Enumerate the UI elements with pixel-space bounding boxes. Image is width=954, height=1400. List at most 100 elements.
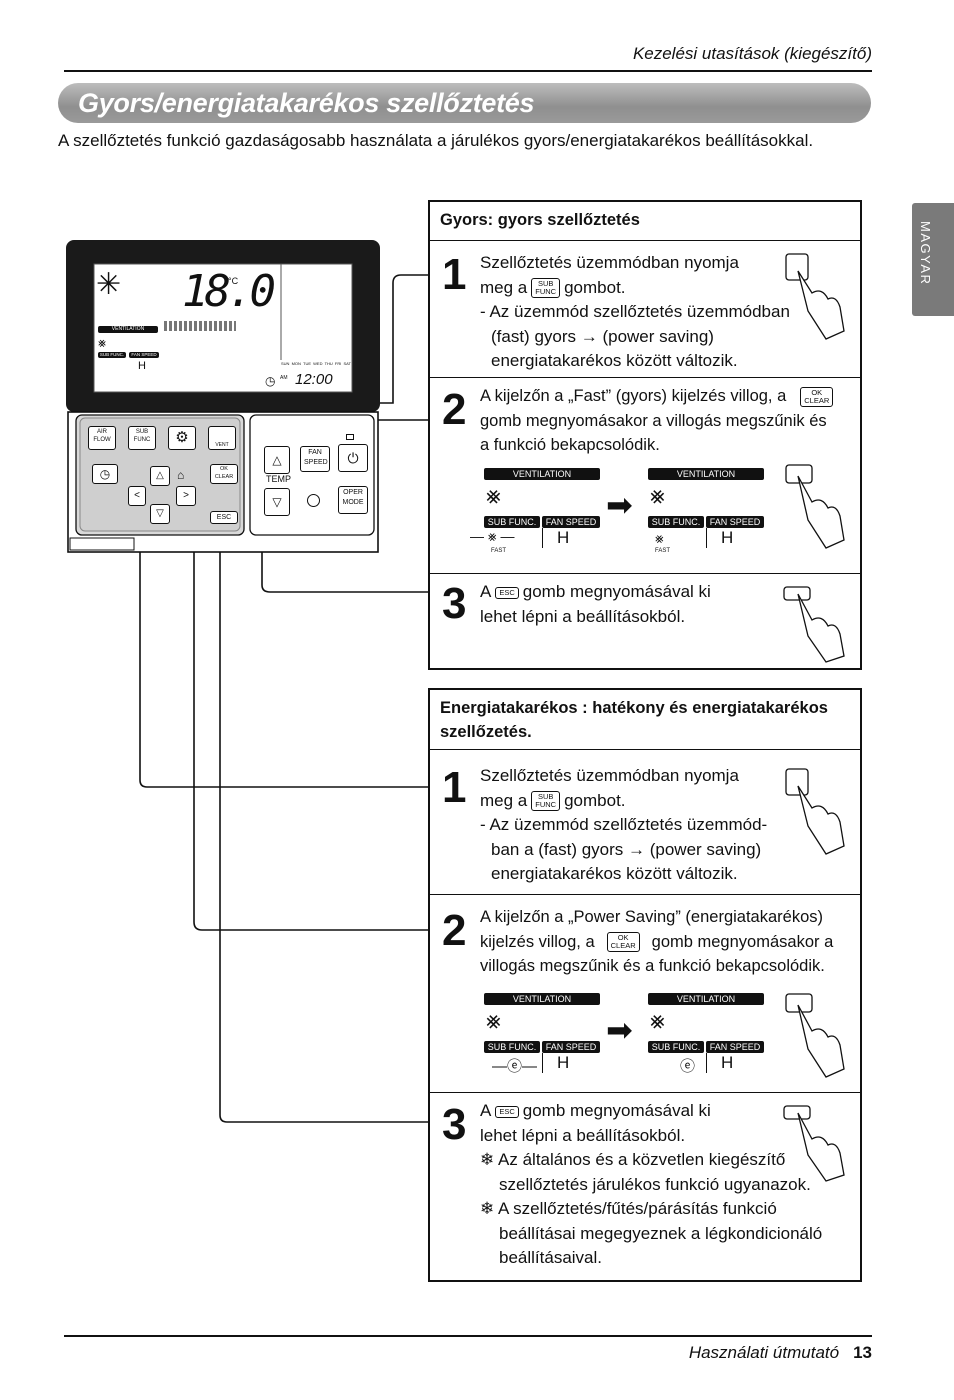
vent-button[interactable]: VENT [208, 426, 236, 450]
esc-button[interactable]: ESC [210, 511, 238, 524]
ok-clear-button[interactable]: OK CLEAR [210, 464, 238, 484]
right-button[interactable]: > [176, 486, 196, 506]
esc-key-icon: ESC [495, 1105, 519, 1118]
display-fan-speed: FAN SPEED [129, 352, 159, 358]
oper-mode-button[interactable]: OPER MODE [338, 486, 368, 514]
pressing-hand-icon [785, 993, 845, 1078]
day-label: MON [291, 361, 301, 366]
day-label: TUE [303, 361, 312, 366]
esc-key-icon: ESC [495, 586, 519, 599]
connector-fast-1 [139, 274, 430, 425]
text-part: meg a [480, 277, 528, 297]
display-sub-func: SUB FUNC. [484, 516, 540, 528]
display-sub-func: SUB FUNC. [648, 516, 704, 528]
display-fan-speed: FAN SPEED [542, 516, 600, 528]
step-number: 3 [442, 579, 467, 628]
page-number: 13 [853, 1343, 872, 1362]
text-part: gombot. [564, 790, 626, 810]
ok-clear-key-icon: OK CLEAR [800, 386, 834, 407]
fast-box-title: Gyors: gyors szellőztetés [440, 211, 640, 229]
temp-label: TEMP [266, 474, 292, 484]
step-text: A kijelzőn a „Fast” (gyors) kijelzés vil… [480, 384, 837, 458]
text-part: gombot. [564, 277, 626, 297]
step-number: 2 [442, 906, 467, 955]
power-button[interactable]: ⏻ [338, 444, 368, 472]
reset-button[interactable] [307, 494, 320, 507]
note-line: ❄ Az általános és a közvetlen kiegészítő [480, 1150, 786, 1169]
text-line: energiatakarékos között változik. [491, 864, 738, 883]
text-part: gomb megnyomásával ki [522, 1101, 711, 1120]
fast-step-2: 2 A kijelzőn a „Fast” (gyors) kijelzés v… [430, 377, 860, 574]
blinking-power-saving-icon: —ⓔ— [492, 1058, 538, 1075]
up-button[interactable]: △ [150, 466, 170, 486]
display-ventilation-label: VENTILATION [484, 993, 600, 1005]
step-number: 1 [442, 250, 467, 299]
power-saving-icon: ⓔ [680, 1058, 696, 1075]
snowflake-icon: ✳ [96, 268, 122, 301]
settings-button[interactable]: ⚙ [168, 426, 196, 450]
display-ventilation-label: VENTILATION [648, 468, 764, 480]
section-banner: Gyors/energiatakarékos szellőztetés [58, 83, 871, 123]
display-ventilation-label: VENTILATION [484, 468, 600, 480]
day-label: SUN [281, 361, 290, 366]
display-fan-speed: FAN SPEED [542, 1041, 600, 1053]
temp-up-button[interactable]: △ [264, 446, 290, 474]
temp-down-button[interactable]: ▽ [264, 488, 290, 516]
display-sub-func: SUB FUNC. [98, 352, 126, 358]
day-label: WED [313, 361, 323, 366]
pressing-hand-icon [785, 768, 845, 855]
display-temperature: 18.0 [182, 266, 276, 317]
text-line: - Az üzemmód szellőztetés üzemmódban [480, 302, 790, 321]
text-line: gomb megnyomásakor a villogás megszűnik … [480, 411, 827, 430]
power-indicator [346, 434, 354, 440]
display-fast-label: FAST [491, 548, 507, 554]
day-label: FRI [334, 361, 342, 366]
pressing-hand-icon [785, 464, 845, 549]
title-line: szellőzetés. [440, 723, 532, 741]
pressing-hand-icon [783, 1105, 845, 1182]
text-line: (fast) gyors → (power saving) [491, 326, 714, 346]
left-button[interactable]: < [128, 486, 146, 506]
text-line: A kijelzőn a „Power Saving” (energiataka… [480, 908, 823, 926]
sub-func-key-icon: SUB FUNC [531, 278, 561, 299]
timer-button[interactable]: ◷ [92, 464, 118, 484]
air-flow-button[interactable]: AIR FLOW [88, 426, 116, 450]
text-line: Szellőztetés üzemmódban nyomja [480, 253, 739, 272]
display-fast-label: FAST [655, 548, 671, 554]
energy-saving-ventilation-box: Energiatakarékos : hatékony és energiata… [428, 688, 862, 1282]
display-am: AM [280, 375, 288, 381]
fan-speed-button[interactable]: FAN SPEED [300, 446, 330, 472]
sub-func-button[interactable]: SUB FUNC [128, 426, 156, 450]
display-sub-func: SUB FUNC. [484, 1041, 540, 1053]
display-fan-value: H [138, 360, 146, 372]
text-part: kijelzés villog, a [480, 932, 595, 951]
down-button[interactable]: ▽ [150, 504, 170, 524]
display-sub-func: SUB FUNC. [648, 1041, 704, 1053]
connector-eco-3 [219, 525, 430, 1123]
display-ventilation-label: VENTILATION [648, 993, 764, 1005]
remote-controller: ✳ 18.0 °C VENTILATION ⨳ SUB FUNC. FAN SP… [66, 240, 380, 555]
text-line: A kijelzőn a „Fast” (gyors) kijelzés vil… [480, 384, 837, 409]
fan-mode-icon: ⨳ [486, 482, 501, 509]
blinking-fast-icon: — ⨳ — [470, 528, 515, 544]
section-title: Gyors/energiatakarékos szellőztetés [78, 88, 535, 118]
fan-mode-icon: ⨳ [486, 1007, 501, 1034]
text-part: A kijelzőn a „Fast” (gyors) kijelzés vil… [480, 387, 787, 405]
fan-mode-icon: ⨳ [650, 482, 665, 509]
display-fan-value: H [706, 528, 733, 548]
display-fan-speed: FAN SPEED [706, 516, 764, 528]
text-line: ban a (fast) gyors → (power saving) [491, 839, 762, 859]
text-part: A [480, 582, 492, 601]
fan-level-bar [164, 321, 236, 331]
fan-mode-icon: ⨳ [650, 1007, 665, 1034]
sub-func-key-icon: SUB FUNC [531, 791, 561, 812]
